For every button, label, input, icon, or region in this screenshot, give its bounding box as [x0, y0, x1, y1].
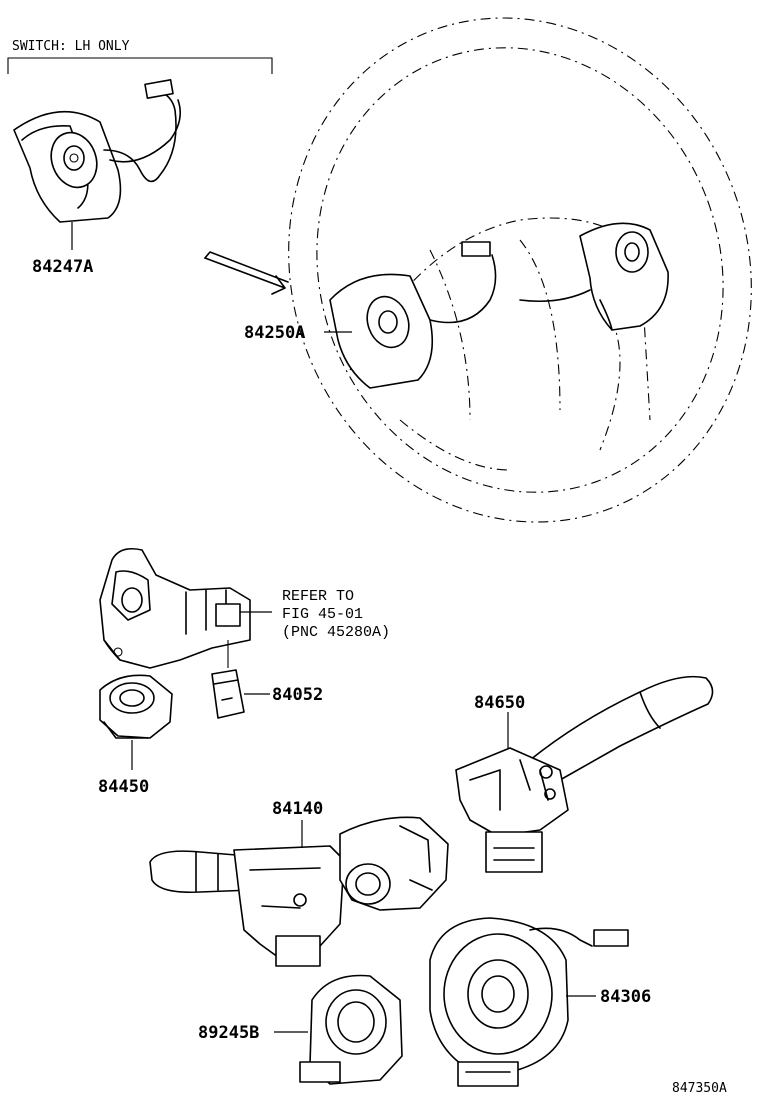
callout-84650: 84650	[474, 693, 525, 713]
callout-84450: 84450	[98, 777, 149, 797]
scope-note: SWITCH: LH ONLY	[12, 39, 130, 54]
steering-wheel	[288, 17, 752, 523]
callout-84052: 84052	[272, 685, 323, 705]
part-84247A-switch: 84247A	[13, 79, 181, 277]
part-84250A-switch-right	[519, 222, 669, 331]
callout-84247A: 84247A	[32, 257, 93, 277]
part-84140: 84140	[149, 799, 449, 967]
ref-line-2: FIG 45-01	[282, 606, 363, 623]
part-84306: 84306	[429, 917, 651, 1087]
part-84052: 84052	[211, 640, 323, 719]
scope-bracket: SWITCH: LH ONLY	[7, 39, 273, 74]
part-84250A-switch-left	[329, 241, 497, 389]
part-84450: 84450	[98, 674, 173, 797]
callout-84250A: 84250A	[244, 323, 305, 343]
lock-housing: REFER TO FIG 45-01 (PNC 45280A)	[99, 547, 390, 669]
ref-line-3: (PNC 45280A)	[282, 624, 390, 641]
callout-84140: 84140	[272, 799, 323, 819]
callout-84306: 84306	[600, 987, 651, 1007]
ref-line-1: REFER TO	[282, 588, 354, 605]
figure-id: 847350A	[672, 1081, 727, 1096]
part-89245B: 89245B	[198, 974, 403, 1085]
part-84650: 84650	[455, 675, 714, 873]
callout-89245B: 89245B	[198, 1023, 259, 1043]
